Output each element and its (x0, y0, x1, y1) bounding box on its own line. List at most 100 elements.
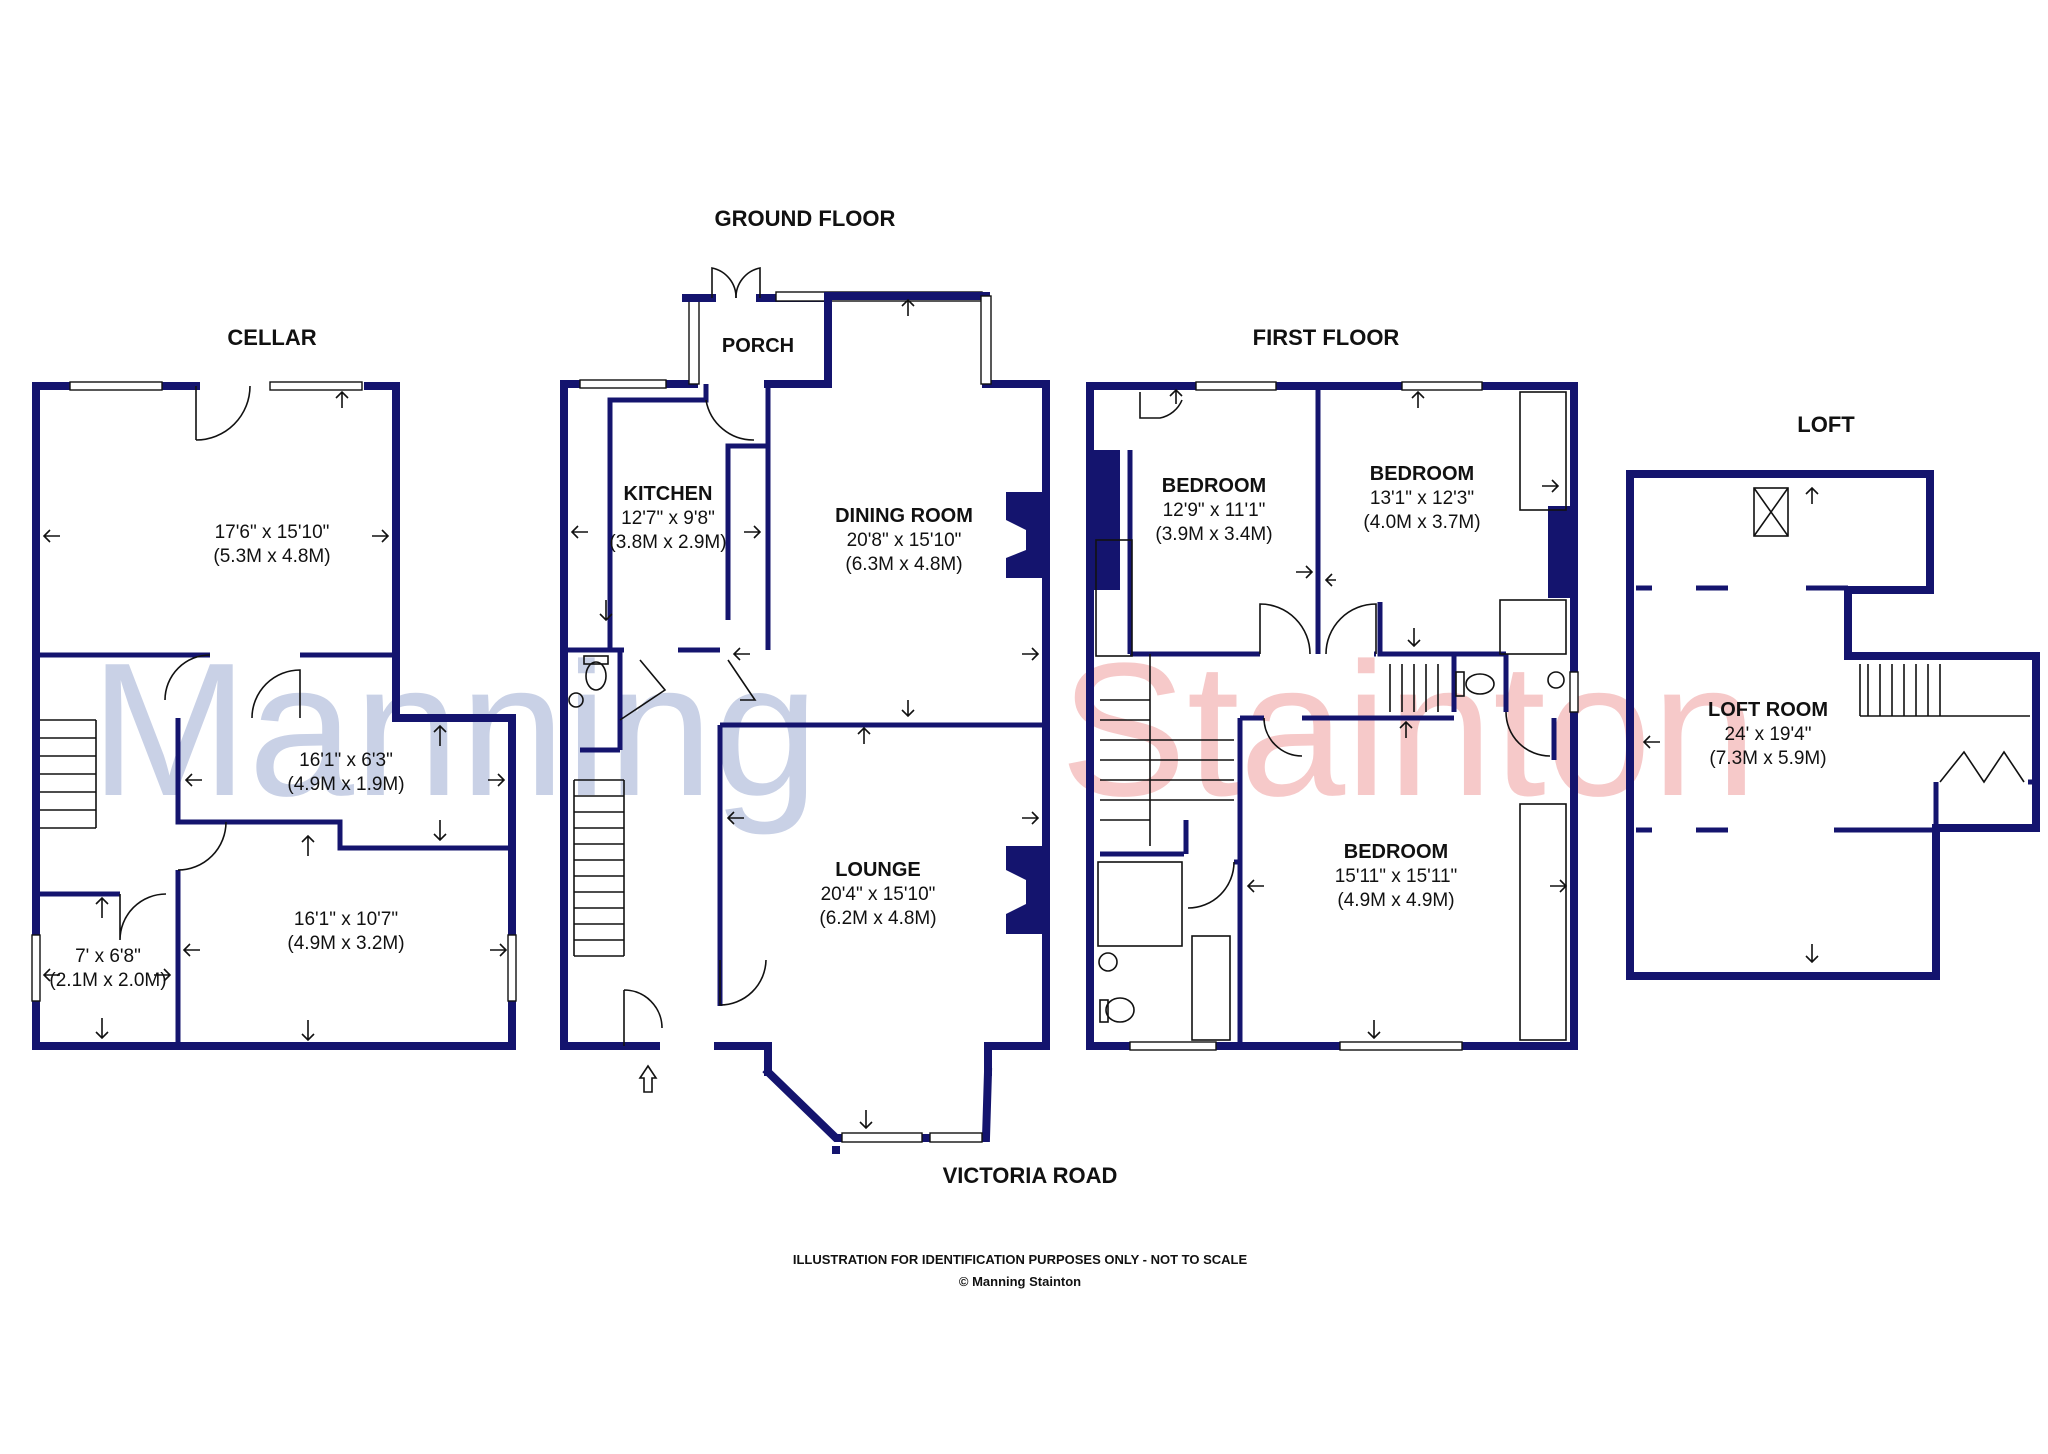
door-swing (1505, 711, 1551, 757)
door-swing (1139, 392, 1183, 419)
door-swing (1263, 717, 1303, 757)
loft-plan: LOFT LOFT ROOM (1626, 412, 2040, 980)
room-name: BEDROOM (1370, 463, 1474, 485)
room-metric: (5.3M x 4.8M) (213, 546, 330, 567)
door-swing (727, 659, 757, 701)
kitchen-window (579, 379, 667, 389)
door-swing (1259, 603, 1311, 655)
bay-window (929, 1132, 983, 1143)
room-dimensions: 12'7" x 9'8" (621, 508, 715, 529)
room-name: BEDROOM (1162, 475, 1266, 497)
ground-floor-plan: GROUND FLOOR (560, 206, 1118, 1188)
watermark-part1: Manning (90, 624, 819, 836)
bath-icon (1191, 935, 1231, 1041)
chimney-breast (1548, 506, 1574, 598)
door-swing (195, 385, 251, 441)
loft-beams (1636, 585, 1936, 833)
loft-title: LOFT (1797, 412, 1855, 437)
room-dimensions: 12'9" x 11'1" (1163, 500, 1266, 521)
room-name: PORCH (722, 335, 794, 357)
cellar-window (507, 934, 517, 1002)
room-metric: (4.9M x 1.9M) (287, 774, 404, 795)
room-name: DINING ROOM (835, 505, 973, 527)
room-metric: (6.3M x 4.8M) (845, 554, 962, 575)
dimension-arrows (1642, 486, 1819, 964)
toilet-icon (1455, 671, 1495, 697)
first-floor-title: FIRST FLOOR (1253, 325, 1400, 350)
bay-window (841, 1132, 923, 1143)
door-swing (735, 267, 761, 299)
porch-window (688, 297, 700, 385)
room-dimensions: 7' x 6'8" (75, 946, 141, 967)
room-dimensions: 16'1" x 10'7" (294, 909, 398, 930)
room-metric: (7.3M x 5.9M) (1709, 748, 1826, 769)
door-swing (1939, 750, 2025, 784)
ground-floor-title: GROUND FLOOR (715, 206, 896, 231)
door-swing (711, 267, 737, 299)
room-dimensions: 15'11" x 15'11" (1335, 866, 1458, 887)
cellar-title: CELLAR (227, 325, 316, 350)
street-name: VICTORIA ROAD (943, 1163, 1118, 1188)
room-name: BEDROOM (1344, 841, 1448, 863)
room-dimensions: 20'8" x 15'10" (847, 530, 962, 551)
bedroom-window (1195, 381, 1277, 391)
basin-icon (568, 692, 584, 708)
chimney-breast (1006, 846, 1046, 934)
door-swing (164, 654, 211, 701)
window (1569, 671, 1579, 713)
room-name: KITCHEN (624, 483, 713, 505)
room-name: LOFT ROOM (1708, 699, 1828, 721)
shower-icon (1499, 599, 1567, 655)
watermark: Manning Stainton (90, 624, 1757, 836)
disclaimer: ILLUSTRATION FOR IDENTIFICATION PURPOSES… (793, 1252, 1248, 1267)
cellar-window (269, 381, 363, 391)
basin-icon (1098, 952, 1118, 972)
room-dimensions: 24' x 19'4" (1725, 724, 1812, 745)
door-swing (705, 399, 755, 441)
room-metric: (3.8M x 2.9M) (609, 532, 726, 553)
cellar-plan: CELLAR 17'6" x 15'10" (5.3M x 4. (31, 325, 517, 1050)
door-swing (251, 669, 301, 719)
dimension-arrows (570, 298, 1040, 1130)
door-swing (719, 959, 767, 1006)
basin-icon (1547, 671, 1565, 689)
cellar-stairs (40, 719, 97, 829)
bathroom-window (1129, 1041, 1217, 1051)
room-metric: (4.0M x 3.7M) (1363, 512, 1480, 533)
room-metric: (6.2M x 4.8M) (819, 908, 936, 929)
ground-stairs (573, 779, 625, 957)
copyright: © Manning Stainton (959, 1274, 1081, 1289)
loft-stairs (1859, 664, 2030, 717)
cellar-window (69, 381, 163, 391)
dimension-arrows (1169, 388, 1568, 1040)
shower-icon (1097, 861, 1183, 947)
cellar-window (31, 934, 41, 1002)
first-floor-plan: FIRST FLOOR (1086, 325, 1579, 1051)
door-swing (177, 821, 227, 871)
toilet-icon (583, 655, 609, 691)
wardrobe (1095, 539, 1133, 657)
bedroom-window (1339, 1041, 1463, 1051)
wardrobe (1519, 391, 1567, 511)
door-swing (623, 989, 663, 1046)
room-metric: (3.9M x 3.4M) (1155, 524, 1272, 545)
room-dimensions: 20'4" x 15'10" (821, 884, 936, 905)
room-metric: (2.1M x 2.0M) (49, 970, 166, 991)
room-dimensions: 17'6" x 15'10" (215, 522, 330, 543)
room-dimensions: 16'1" x 6'3" (299, 750, 393, 771)
door-swing (619, 659, 667, 721)
door-swing (119, 893, 167, 941)
room-metric: (4.9M x 3.2M) (287, 933, 404, 954)
chimney-breast (1090, 450, 1120, 590)
dimension-arrows (42, 390, 508, 1042)
room-dimensions: 13'1" x 12'3" (1370, 488, 1474, 509)
door-swing (1187, 861, 1235, 909)
wardrobe (1519, 803, 1567, 1041)
door-swing (1325, 603, 1377, 655)
bedroom-window (1401, 381, 1483, 391)
first-floor-stairs (1100, 654, 1439, 846)
dining-window (980, 295, 992, 385)
room-name: LOUNGE (835, 859, 921, 881)
toilet-icon (1099, 997, 1135, 1023)
